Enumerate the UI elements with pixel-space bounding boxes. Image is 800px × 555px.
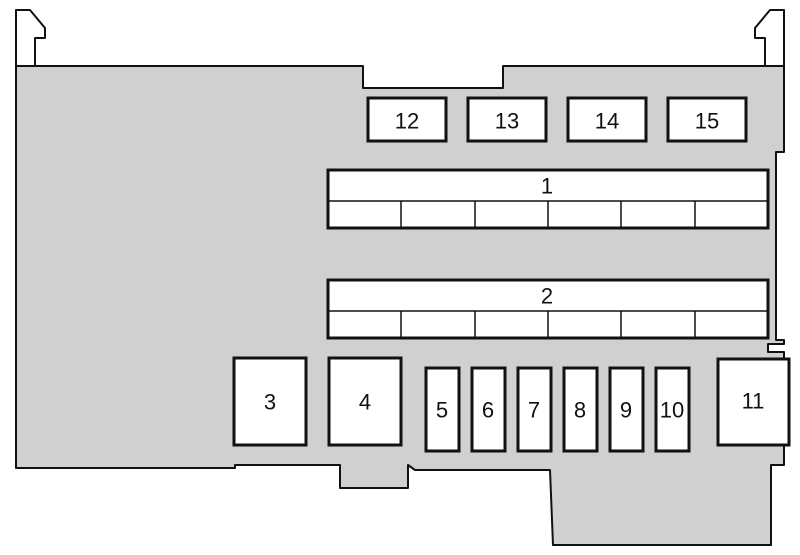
fuse-12: 12 [366,96,448,143]
fuse-5: 5 [424,366,461,453]
fuse-10: 10 [654,366,691,453]
fuse-14-label: 14 [595,109,619,134]
fuse-strip-1-label: 1 [541,174,553,199]
right-mounting-clip [754,9,785,67]
relay-4-label: 4 [359,390,371,415]
fuse-14: 14 [566,96,648,143]
relay-11: 11 [716,357,791,447]
fuse-13-label: 13 [495,109,519,134]
fuse-8: 8 [562,366,599,453]
fuse-9: 9 [608,366,645,453]
fuse-strip-2-label: 2 [541,284,553,309]
fuse-6-label: 6 [482,398,494,423]
relay-11-label: 11 [742,389,765,414]
fuse-13: 13 [466,96,548,143]
relay-3-label: 3 [264,390,276,415]
fuse-15: 15 [666,96,748,143]
fuse-8-label: 8 [574,398,586,423]
fuse-5-label: 5 [436,398,448,423]
fuse-9-label: 9 [620,398,632,423]
fuse-12-label: 12 [395,109,419,134]
fuse-7: 7 [516,366,553,453]
relay-4: 4 [327,356,403,447]
left-mounting-clip [15,9,46,67]
fuse-10-label: 10 [660,398,684,423]
fuse-strip-1: 1 [326,168,770,230]
fuse-7-label: 7 [528,398,540,423]
fuse-strip-2: 2 [326,278,770,340]
relay-3: 3 [232,356,308,447]
fuse-15-label: 15 [695,109,719,134]
fuse-6: 6 [470,366,507,453]
